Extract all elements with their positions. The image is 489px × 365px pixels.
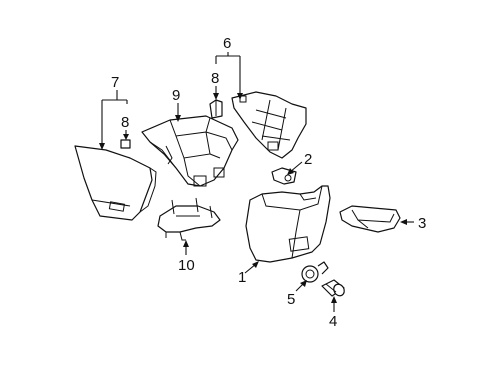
part-10-bracket [157,197,221,241]
part-9-bin-frame [141,115,239,187]
part-8-clip-top [209,99,223,119]
part-3-tray [339,205,401,233]
callout-2: 2 [304,151,312,168]
callout-6: 6 [223,35,231,52]
callout-labels: 7 8 9 6 8 2 3 1 10 5 4 [111,35,426,330]
callout-3: 3 [418,215,426,232]
part-6-side-panel [231,91,307,159]
callout-10: 10 [178,257,195,274]
leader-lines [99,52,414,312]
part-4-cylinder [321,279,345,297]
part-7-side-panel [74,145,157,221]
callout-5: 5 [287,291,295,308]
part-5-ring [301,261,329,283]
callout-1: 1 [238,269,246,286]
callout-8-top: 8 [211,70,219,87]
callout-4: 4 [329,313,337,330]
callout-8-left: 8 [121,114,129,131]
part-8-clip-left [120,139,131,149]
callout-9: 9 [172,87,180,104]
callout-7: 7 [111,74,119,91]
part-1-console [245,185,331,263]
